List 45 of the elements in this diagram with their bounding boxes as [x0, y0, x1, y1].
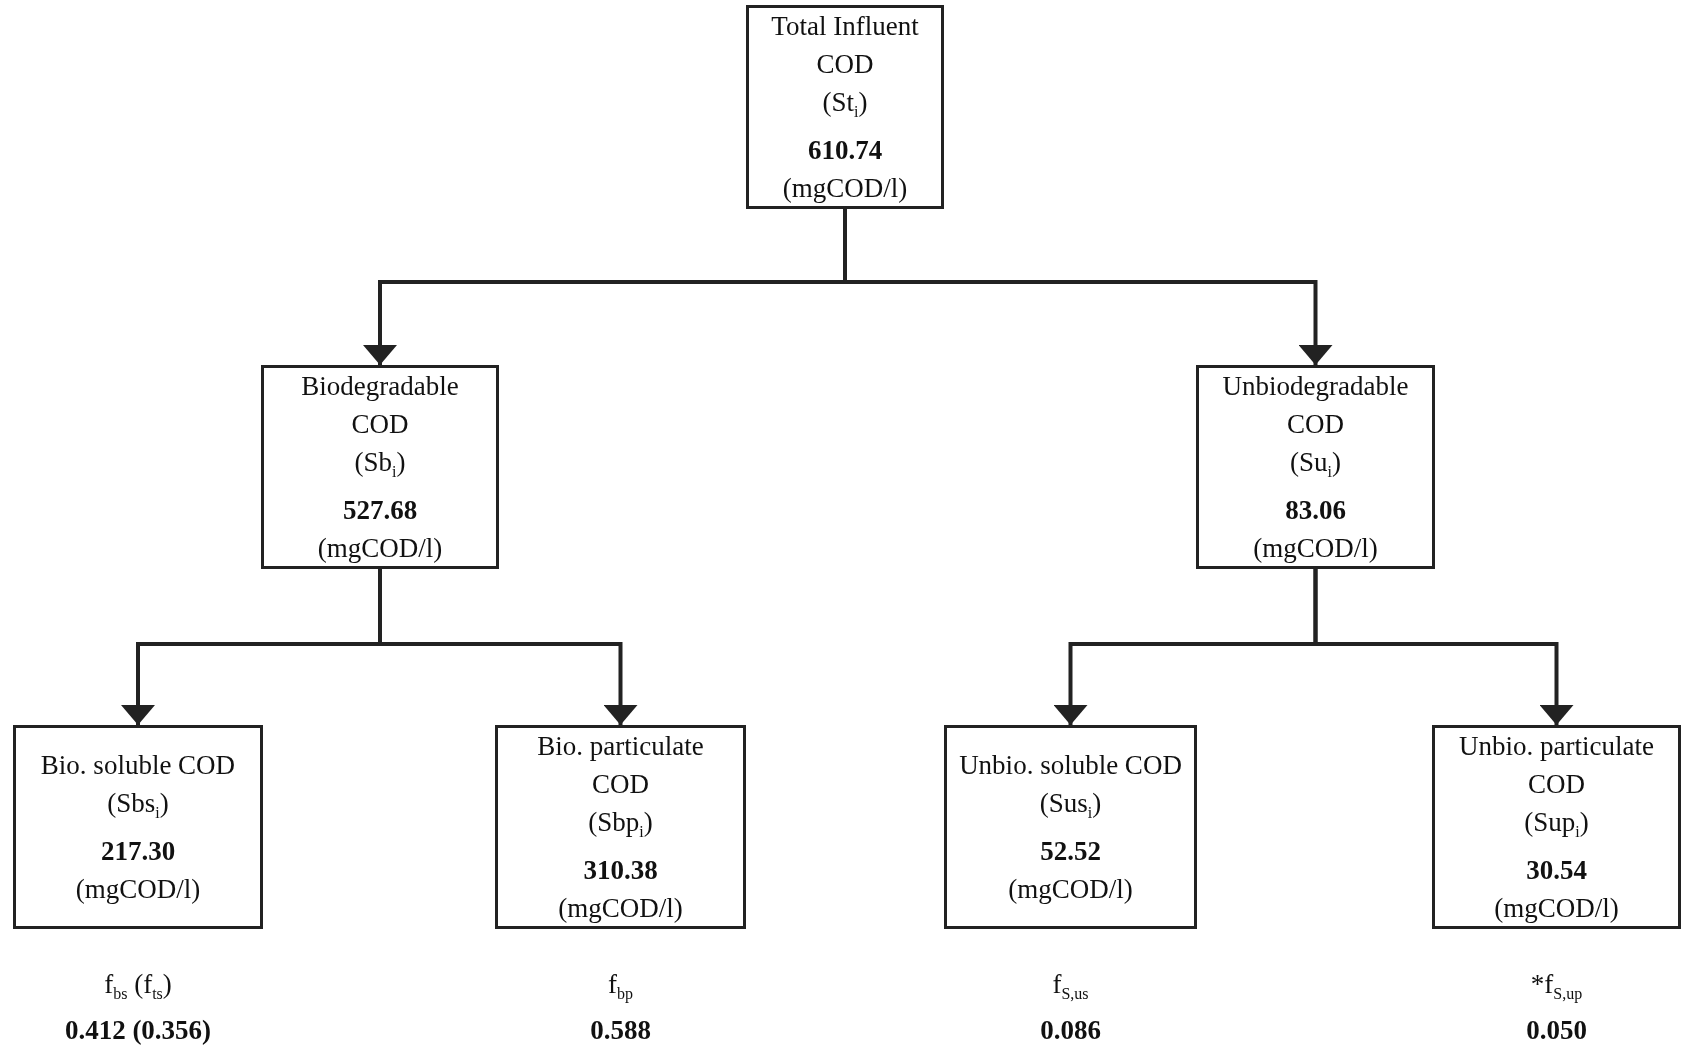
process-box: [1196, 365, 1435, 569]
value-label: 83.06: [1285, 494, 1346, 528]
node-heading: Unbio. soluble COD: [959, 748, 1182, 782]
value-label: 610.74: [807, 134, 883, 168]
unit-label: (mgCOD/l): [782, 172, 908, 206]
fraction-value: 0.588: [589, 1014, 652, 1046]
node-heading: Unbiodegradable COD: [1221, 369, 1410, 441]
value-label: 527.68: [342, 494, 418, 528]
fraction-symbol: f$_{S,us}$: [1051, 968, 1090, 1005]
fraction-symbol: f$_{bp}$: [607, 968, 634, 1005]
node-heading: Unbio. particulate COD: [1458, 729, 1655, 801]
unit-label: (mgCOD/l): [75, 873, 201, 907]
value-label: 310.38: [583, 854, 658, 888]
symbol-label: (Su$_{i}$): [1290, 445, 1341, 483]
node-heading: Total Influent COD: [770, 9, 920, 81]
value-label: 217.30: [100, 835, 176, 869]
process-box: [495, 725, 746, 929]
symbol-label: (Sbs$_{i}$): [107, 786, 169, 824]
process-box: [1432, 725, 1681, 929]
unit-label: (mgCOD/l): [1494, 892, 1619, 926]
node-heading: Biodegradable COD: [300, 369, 460, 441]
arrow: [378, 569, 638, 725]
unit-label: (mgCOD/l): [317, 532, 443, 566]
process-box: [261, 365, 499, 569]
fraction-symbol: *f$_{S,up}$: [1529, 968, 1584, 1005]
fraction-symbol: f$_{bs}$ (f$_{ts}$): [103, 968, 173, 1005]
process-box: [944, 725, 1197, 929]
process-box: [13, 725, 263, 929]
value-label: 30.54: [1526, 854, 1587, 888]
value-label: 52.52: [1040, 835, 1101, 869]
node-heading: Bio. particulate COD: [536, 729, 705, 801]
fraction-value: 0.412 (0.356): [63, 1014, 213, 1046]
symbol-label: (Sup$_{i}$): [1524, 805, 1589, 843]
unit-label: (mgCOD/l): [558, 892, 683, 926]
fraction-value: 0.050: [1525, 1014, 1588, 1046]
symbol-label: (St$_{i}$): [822, 85, 868, 123]
process-box: [746, 5, 944, 209]
symbol-label: (Sbp$_{i}$): [588, 805, 653, 843]
fraction-value: 0.086: [1039, 1014, 1102, 1046]
unit-label: (mgCOD/l): [1008, 873, 1133, 907]
arrow: [1313, 569, 1574, 725]
unit-label: (mgCOD/l): [1253, 532, 1378, 566]
node-heading: Bio. soluble COD: [40, 748, 236, 782]
symbol-label: (Sb$_{i}$): [354, 445, 406, 483]
symbol-label: (Sus$_{i}$): [1039, 786, 1102, 824]
